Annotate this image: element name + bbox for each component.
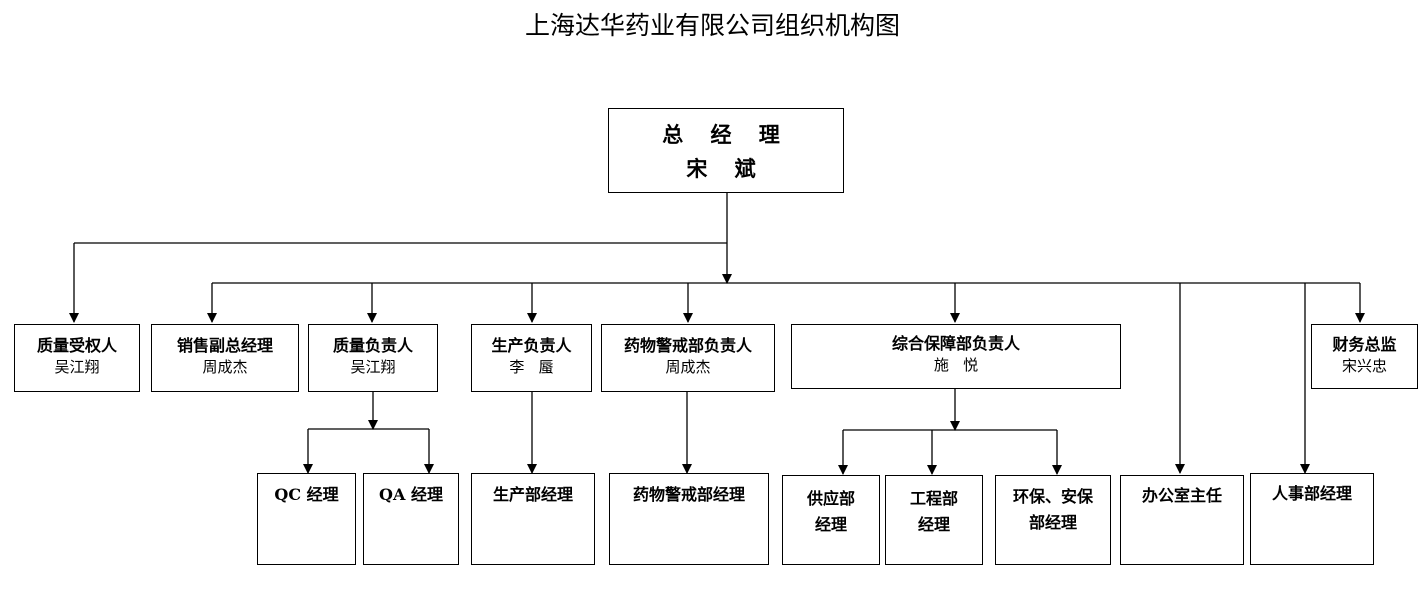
role-label: 药物警戒部经理 — [632, 485, 745, 504]
general-manager-box: 总 经 理 宋 斌 — [608, 108, 844, 193]
person-name: 李 蜃 — [509, 358, 554, 376]
sales-vp-box: 销售副总经理 周成杰 — [151, 324, 299, 392]
role-label: 质量受权人 — [36, 336, 117, 355]
role-label: 质量负责人 — [332, 336, 413, 355]
qc-manager-box: QC 经理 — [257, 473, 356, 565]
role-label: 财务总监 — [1332, 335, 1397, 354]
role-label: 综合保障部负责人 — [891, 334, 1020, 353]
env-safety-manager-box: 环保、安保 部经理 — [995, 475, 1111, 565]
role-label-line2: 部经理 — [1028, 513, 1077, 532]
role-label: 人事部经理 — [1271, 484, 1352, 503]
engineering-manager-box: 工程部 经理 — [885, 475, 983, 565]
hr-manager-box: 人事部经理 — [1250, 473, 1374, 565]
role-label: 环保、安保 — [1012, 487, 1093, 506]
general-manager-role: 总 经 理 — [662, 122, 790, 147]
qa-manager-box: QA 经理 — [363, 473, 459, 565]
quality-head-box: 质量负责人 吴江翔 — [308, 324, 438, 392]
role-label: 销售副总经理 — [176, 336, 273, 355]
role-label: 生产部经理 — [492, 485, 573, 504]
role-label: 生产负责人 — [491, 336, 572, 355]
production-manager-box: 生产部经理 — [471, 473, 595, 565]
person-name: 施 悦 — [933, 356, 979, 374]
person-name: 吴江翔 — [350, 358, 396, 376]
support-dept-head-box: 综合保障部负责人 施 悦 — [791, 324, 1121, 389]
person-name: 吴江翔 — [54, 358, 100, 376]
chart-title: 上海达华药业有限公司组织机构图 — [524, 11, 900, 40]
role-label: 药物警戒部负责人 — [623, 336, 752, 355]
role-label-line2: 经理 — [814, 515, 847, 534]
role-label: 工程部 — [909, 489, 958, 508]
quality-authorized-person-box: 质量受权人 吴江翔 — [14, 324, 140, 392]
role-label: 供应部 — [806, 489, 855, 508]
person-name: 周成杰 — [202, 358, 248, 376]
cfo-box: 财务总监 宋兴忠 — [1311, 324, 1418, 389]
person-name: 周成杰 — [665, 358, 711, 376]
role-label-line2: 经理 — [917, 515, 950, 534]
general-manager-name: 宋 斌 — [686, 156, 766, 181]
role-label: QA 经理 — [379, 485, 443, 504]
office-director-box: 办公室主任 — [1120, 475, 1244, 565]
role-label: QC 经理 — [274, 485, 339, 504]
production-head-box: 生产负责人 李 蜃 — [471, 324, 592, 392]
supply-manager-box: 供应部 经理 — [782, 475, 880, 565]
pharmacovigilance-head-box: 药物警戒部负责人 周成杰 — [601, 324, 775, 392]
pharmacovigilance-manager-box: 药物警戒部经理 — [609, 473, 769, 565]
role-label: 办公室主任 — [1141, 486, 1222, 505]
person-name: 宋兴忠 — [1341, 357, 1387, 375]
